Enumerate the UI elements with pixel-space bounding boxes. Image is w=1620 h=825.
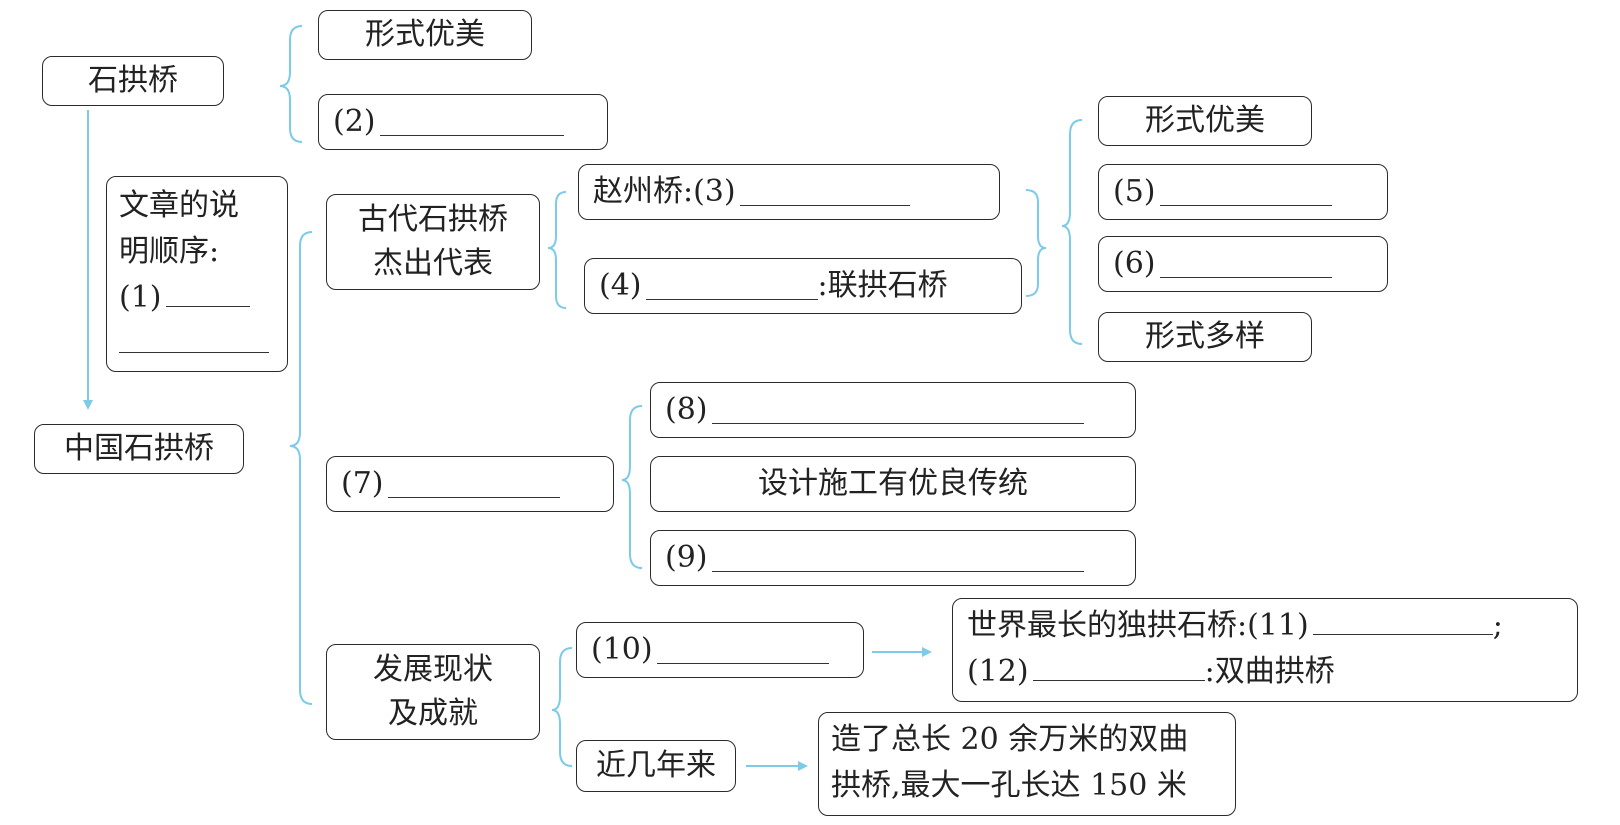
development-line2: 及成就 <box>388 696 478 731</box>
node-stone-arch-bridge-text: 石拱桥 <box>88 63 178 98</box>
brace-7 <box>621 405 643 569</box>
blank-5-line[interactable] <box>1159 179 1332 206</box>
explain-order-line2: 明顺序: <box>119 234 220 269</box>
node-design-tradition: 设计施工有优良传统 <box>650 456 1136 512</box>
blank-6-label: (6) <box>1113 246 1156 281</box>
explain-order-line4 <box>119 321 275 367</box>
brace-development <box>551 647 573 767</box>
achievements-line1: 世界最长的独拱石桥:(11); <box>967 603 1563 649</box>
blank-8-label: (8) <box>665 392 708 427</box>
zhaozhou-label: 赵州桥:(3) <box>593 174 736 209</box>
blank-2-line[interactable] <box>379 109 564 136</box>
blank-10-label: (10) <box>591 632 653 667</box>
node-design-tradition-text: 设计施工有优良传统 <box>758 466 1028 501</box>
blank-2-label: (2) <box>333 104 376 139</box>
node-china-stone-arch-bridge-text: 中国石拱桥 <box>64 431 214 466</box>
lianggong-label: :联拱石桥 <box>817 268 948 303</box>
blank-1-line[interactable] <box>165 280 250 307</box>
blank-5-label: (5) <box>1113 174 1156 209</box>
blank-7-line[interactable] <box>387 471 560 498</box>
node-explain-order: 文章的说 明顺序: (1) <box>106 176 288 372</box>
brace-stone-arch <box>279 25 303 143</box>
blank-12-line[interactable] <box>1032 654 1205 681</box>
blank-9-line[interactable] <box>711 545 1084 572</box>
node-blank-5: (5) <box>1098 164 1388 220</box>
blank-6-line[interactable] <box>1159 251 1332 278</box>
node-elegant-form-2-text: 形式优美 <box>1145 103 1265 138</box>
achievements-line2: (12) :双曲拱桥 <box>967 649 1563 695</box>
node-diverse-form-text: 形式多样 <box>1145 319 1265 354</box>
development-line1: 发展现状 <box>373 652 493 687</box>
brace-right-examples <box>1025 189 1047 297</box>
brace-china <box>289 231 313 705</box>
node-recent-years-text: 近几年来 <box>596 748 716 783</box>
blank-7-label: (7) <box>341 466 384 501</box>
blank-9-label: (9) <box>665 540 708 575</box>
node-elegant-form-2: 形式优美 <box>1098 96 1312 146</box>
node-zhaozhou: 赵州桥:(3) <box>578 164 1000 220</box>
node-blank-8: (8) <box>650 382 1136 438</box>
recent-result-line1: 造了总长 20 余万米的双曲 <box>831 722 1189 757</box>
blank-10-line[interactable] <box>656 637 829 664</box>
blank-4-line[interactable] <box>645 273 818 300</box>
node-diverse-form: 形式多样 <box>1098 312 1312 362</box>
node-elegant-form-1-text: 形式优美 <box>365 17 485 52</box>
world-longest-label: 世界最长的独拱石桥:(11) <box>967 608 1309 643</box>
brace-ancient <box>547 191 567 309</box>
brace-features <box>1061 119 1083 345</box>
blank-8-line[interactable] <box>711 397 1084 424</box>
node-elegant-form-1: 形式优美 <box>318 10 532 60</box>
node-blank-2: (2) <box>318 94 608 150</box>
recent-result-line2: 拱桥,最大一孔长达 150 米 <box>831 768 1187 803</box>
node-blank-6: (6) <box>1098 236 1388 292</box>
ancient-line2: 杰出代表 <box>373 246 493 281</box>
explain-order-line3: (1) <box>119 275 275 321</box>
node-recent-years: 近几年来 <box>576 740 736 792</box>
blank-1-label: (1) <box>119 280 162 315</box>
blank-3-line[interactable] <box>739 179 910 206</box>
node-blank-7: (7) <box>326 456 614 512</box>
semicolon: ; <box>1492 608 1503 643</box>
node-development: 发展现状 及成就 <box>326 644 540 740</box>
node-china-stone-arch-bridge: 中国石拱桥 <box>34 424 244 474</box>
node-achievements: 世界最长的独拱石桥:(11); (12) :双曲拱桥 <box>952 598 1578 702</box>
blank-4-label: (4) <box>599 268 642 303</box>
node-recent-result: 造了总长 20 余万米的双曲 拱桥,最大一孔长达 150 米 <box>818 712 1236 816</box>
blank-11-line[interactable] <box>1312 608 1493 635</box>
node-ancient: 古代石拱桥 杰出代表 <box>326 194 540 290</box>
node-stone-arch-bridge: 石拱桥 <box>42 56 224 106</box>
explain-order-line1: 文章的说 <box>119 188 239 223</box>
blank-1-line-2[interactable] <box>119 326 269 353</box>
node-blank-4: (4) :联拱石桥 <box>584 258 1022 314</box>
node-blank-9: (9) <box>650 530 1136 586</box>
ancient-line1: 古代石拱桥 <box>358 202 508 237</box>
node-blank-10: (10) <box>576 622 864 678</box>
double-curve-label: :双曲拱桥 <box>1204 654 1335 689</box>
blank-12-label: (12) <box>967 654 1029 689</box>
